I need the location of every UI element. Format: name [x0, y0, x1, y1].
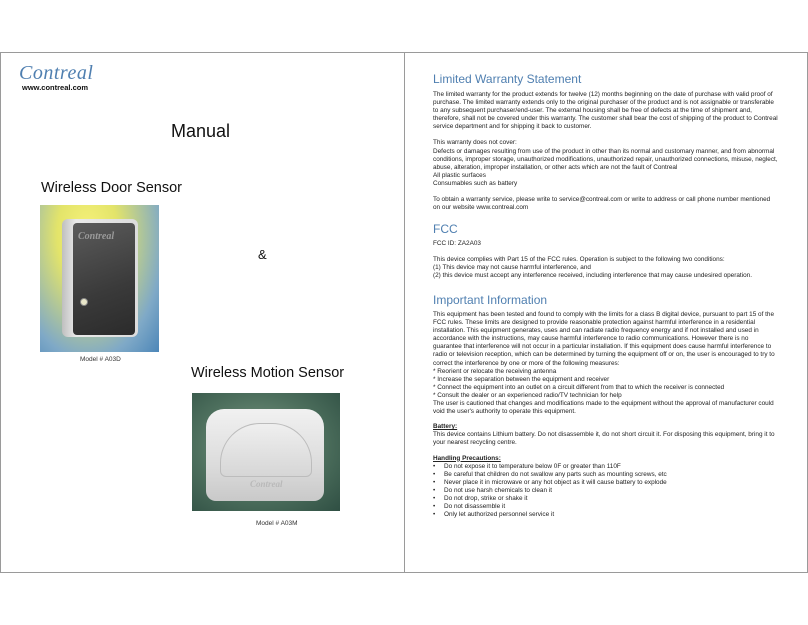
- fcc-line: (2) this device must accept any interfer…: [433, 272, 752, 280]
- handling-item: Be careful that children do not swallow …: [433, 471, 778, 479]
- motion-sensor-title: Wireless Motion Sensor: [191, 365, 345, 381]
- handling-item: Do not use harsh chemicals to clean it: [433, 487, 778, 495]
- warranty-section: The limited warranty for the product ext…: [433, 91, 778, 212]
- manual-title: Manual: [171, 121, 231, 141]
- fcc-line: (1) This device may not cause harmful in…: [433, 264, 591, 272]
- website-url: www.contreal.com: [22, 83, 88, 92]
- door-sensor-face: [73, 223, 135, 335]
- handling-item: Never place it in microwave or any hot o…: [433, 479, 778, 487]
- handling-item: Only let authorized personnel service it: [433, 511, 778, 519]
- battery-text: This device contains Lithium battery. Do…: [433, 431, 775, 447]
- info-measure: * Increase the separation between the eq…: [433, 375, 610, 383]
- warranty-exclusion-line: Defects or damages resulting from use of…: [433, 147, 778, 171]
- info-measure: * Connect the equipment into an outlet o…: [433, 383, 725, 391]
- fcc-heading: FCC: [433, 222, 458, 236]
- fcc-id: FCC ID: ZA2A03: [433, 240, 481, 247]
- important-info-section: This equipment has been tested and found…: [433, 311, 778, 519]
- door-sensor-title: Wireless Door Sensor: [41, 180, 183, 196]
- info-measure: * Reorient or relocate the receiving ant…: [433, 367, 557, 375]
- door-model-caption: Model # A03D: [80, 356, 121, 363]
- motion-model-caption: Model # A03M: [256, 520, 298, 527]
- door-sensor-photo: Contreal: [40, 205, 159, 352]
- warranty-exclusion-line: Consumables such as battery: [433, 179, 518, 187]
- page-spine: [404, 52, 405, 573]
- info-paragraph: This equipment has been tested and found…: [433, 311, 775, 367]
- info-caution-paragraph: The user is cautioned that changes and m…: [433, 400, 774, 416]
- fcc-section: FCC ID: ZA2A03 This device complies with…: [433, 240, 778, 280]
- handling-item: Do not disassemble it: [433, 503, 778, 511]
- info-measure: * Consult the dealer or an experienced r…: [433, 391, 622, 399]
- warranty-heading: Limited Warranty Statement: [433, 72, 582, 86]
- warranty-exclusion-line: All plastic surfaces: [433, 171, 486, 179]
- handling-item: Do not expose it to temperature below 0F…: [433, 463, 778, 471]
- fcc-line: This device complies with Part 15 of the…: [433, 256, 725, 264]
- motion-sensor-photo: Contreal: [192, 393, 340, 511]
- door-sensor-brand: Contreal: [78, 231, 115, 242]
- important-info-heading: Important Information: [433, 293, 548, 307]
- battery-label: Battery:: [433, 423, 458, 431]
- page-edge-left: [0, 52, 1, 573]
- led-indicator-icon: [80, 298, 88, 306]
- ampersand: &: [258, 247, 267, 262]
- warranty-paragraph: The limited warranty for the product ext…: [433, 91, 778, 131]
- brand-logo: Contreal: [19, 62, 94, 84]
- warranty-service-paragraph: To obtain a warranty service, please wri…: [433, 196, 771, 212]
- warranty-exclusion-line: This warranty does not cover:: [433, 139, 517, 147]
- handling-item: Do not drop, strike or shake it: [433, 495, 778, 503]
- handling-label: Handling Precautions:: [433, 454, 501, 462]
- motion-sensor-brand: Contreal: [250, 479, 283, 489]
- handling-list: Do not expose it to temperature below 0F…: [433, 463, 778, 520]
